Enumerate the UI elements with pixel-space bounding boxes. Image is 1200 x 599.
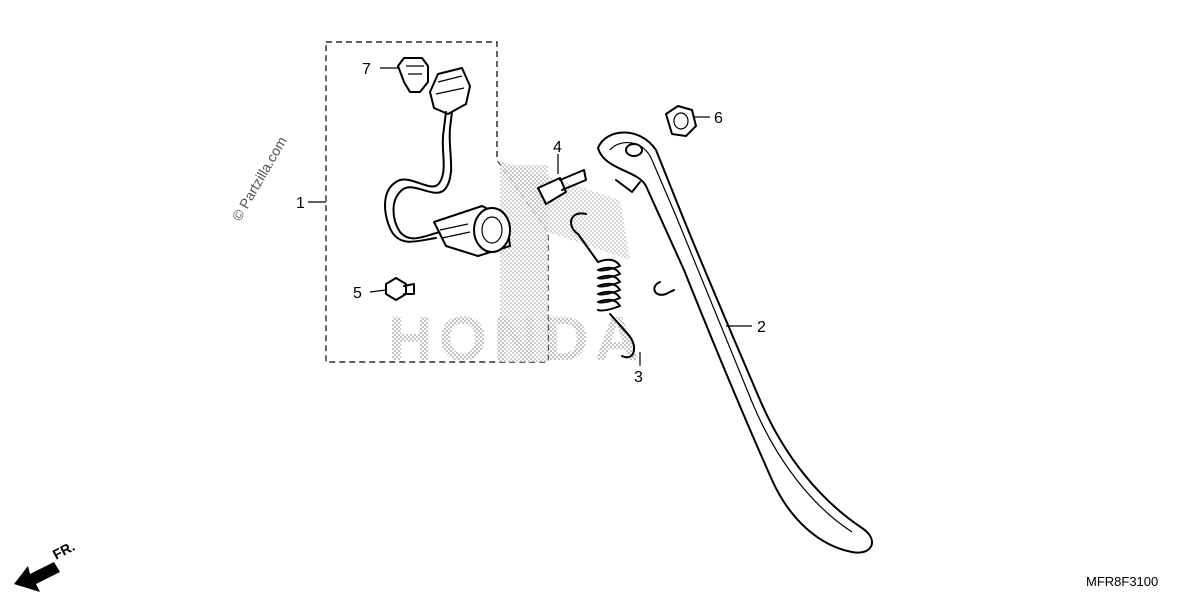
- part-3-spring[interactable]: [570, 212, 636, 359]
- part-1-side-stand-switch[interactable]: [384, 67, 511, 257]
- arrow-icon: [14, 562, 60, 592]
- part-6-nut[interactable]: [665, 105, 697, 137]
- part-5-bolt[interactable]: [385, 277, 415, 301]
- callout-5[interactable]: 5: [353, 285, 362, 302]
- diagram-code: MFR8F3100: [1086, 574, 1158, 589]
- part-2-side-stand[interactable]: [597, 131, 874, 554]
- callout-6[interactable]: 6: [714, 110, 723, 127]
- leader-lines: [308, 67, 752, 366]
- callout-3[interactable]: 3: [634, 369, 643, 386]
- part-4-pivot-bolt[interactable]: [537, 169, 587, 205]
- direction-label: FR.: [50, 538, 77, 563]
- part-7-connector-clip[interactable]: [397, 57, 429, 93]
- callout-4[interactable]: 4: [553, 139, 562, 156]
- callout-7[interactable]: 7: [362, 61, 371, 78]
- partzilla-watermark: © Partzilla.com: [229, 134, 290, 224]
- callout-2[interactable]: 2: [757, 319, 766, 336]
- front-direction-arrow: FR.: [14, 538, 77, 592]
- assembly-boundary: [325, 41, 630, 363]
- callout-1[interactable]: 1: [296, 195, 305, 212]
